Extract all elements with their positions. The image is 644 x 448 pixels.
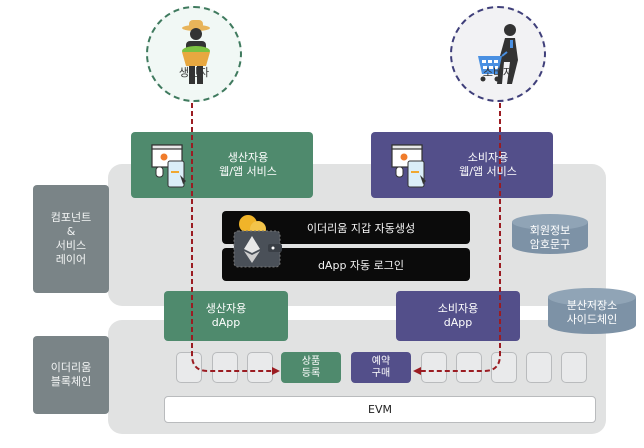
producer-actor: 생산자 (146, 6, 242, 102)
member-info-storage: 회원정보 암호문구 (512, 218, 588, 258)
block-slot (212, 352, 238, 383)
register-product-block: 상품 등록 (281, 352, 341, 383)
farmer-icon (182, 20, 210, 84)
side-chain-db-icon (548, 288, 636, 334)
producer-dapp: 생산자용 dApp (164, 291, 288, 341)
producer-flow-arrow (272, 367, 280, 375)
consumer-flow-arrow (413, 367, 421, 375)
reserve-purchase-block: 예약 구매 (351, 352, 411, 383)
block-slot (561, 352, 587, 383)
side-chain-storage: 분산저장소 사이드체인 (548, 292, 636, 337)
consumer-actor: 소비자 (450, 6, 546, 102)
consumer-flow-line (420, 103, 501, 372)
consumer-label: 소비자 (482, 66, 514, 79)
member-info-db-icon (512, 214, 588, 254)
evm-bar: EVM (164, 396, 596, 423)
block-slot (456, 352, 482, 383)
block-slot (421, 352, 447, 383)
dapp-autologin-label: dApp 자동 로그인 (317, 258, 405, 272)
producer-web-app-label: 생산자용 웹/앱 서비스 (219, 151, 277, 178)
producer-flow-line (191, 103, 274, 372)
side-chain-label: 분산저장소 사이드체인 (566, 299, 618, 326)
producer-label: 생산자 (178, 66, 210, 79)
block-slot (526, 352, 552, 383)
member-info-label: 회원정보 암호문구 (529, 224, 571, 251)
consumer-web-app-label: 소비자용 웹/앱 서비스 (459, 151, 517, 178)
block-slot (247, 352, 273, 383)
ethereum-blockchain-layer-label: 이더리움 블록체인 (33, 336, 109, 414)
component-service-layer-label: 컴포넌트 & 서비스 레이어 (33, 185, 109, 293)
shopper-cart-icon (478, 24, 518, 84)
wallet-autogen-label: 이더리움 지갑 자동생성 (306, 221, 416, 235)
